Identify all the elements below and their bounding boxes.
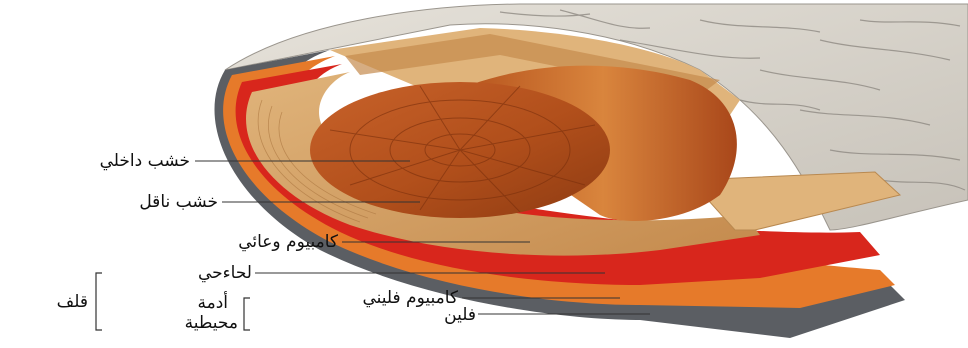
- label-phloem: لحاءحي: [198, 263, 252, 283]
- label-periderm-line2: محيطية: [185, 313, 238, 333]
- label-bark: قلف: [57, 292, 88, 312]
- label-sapwood: خشب ناقل: [139, 192, 218, 212]
- label-cork: فلين: [444, 305, 476, 325]
- periderm-bracket: [244, 298, 250, 330]
- label-heartwood: خشب داخلي: [100, 151, 190, 171]
- label-periderm-line1: أدمة: [197, 293, 228, 313]
- bark-bracket: [96, 273, 102, 330]
- label-vascular-cambium: كامبيوم وعائي: [238, 232, 338, 252]
